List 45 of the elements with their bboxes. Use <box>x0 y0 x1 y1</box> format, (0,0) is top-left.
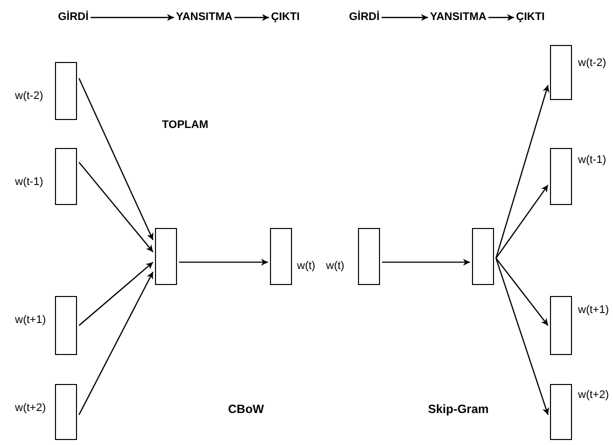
stage-label: GİRDİ <box>58 12 89 23</box>
arrow <box>78 78 154 240</box>
arrow <box>496 258 548 326</box>
arrow <box>179 258 268 266</box>
model-name: Skip-Gram <box>428 403 489 415</box>
vector-box <box>472 228 494 285</box>
word-label: w(t-1) <box>15 177 44 188</box>
arrow <box>495 84 550 258</box>
word-label: w(t+1) <box>15 315 46 326</box>
word-label: w(t-2) <box>15 91 44 102</box>
vector-box <box>550 296 572 355</box>
word-label: w(t+2) <box>15 403 46 414</box>
arrow <box>90 14 174 21</box>
stage-label: GİRDİ <box>349 12 380 23</box>
vector-box <box>55 384 77 440</box>
arrow <box>78 272 154 416</box>
arrow <box>382 258 470 266</box>
model-name: CBoW <box>228 403 264 415</box>
vector-box <box>358 228 380 285</box>
arrow <box>495 258 550 415</box>
vector-box <box>55 296 77 355</box>
word-label: w(t) <box>297 261 316 272</box>
word-label: w(t-1) <box>578 155 606 166</box>
vector-box <box>550 148 572 205</box>
stage-label: YANSITMA <box>430 12 486 23</box>
vector-box <box>270 228 292 285</box>
arrow <box>234 14 269 21</box>
vector-box <box>55 62 77 120</box>
stage-label: ÇIKTI <box>516 12 545 23</box>
arrow <box>382 14 428 21</box>
vector-box <box>155 228 177 285</box>
word-label: w(t+1) <box>578 305 609 316</box>
word-label: w(t-2) <box>578 58 606 69</box>
vector-box <box>550 45 572 100</box>
vector-box <box>55 148 77 205</box>
arrow <box>78 162 154 252</box>
arrow <box>496 184 548 259</box>
word-label: w(t+2) <box>578 390 609 401</box>
layer-label: TOPLAM <box>162 120 208 131</box>
stage-label: ÇIKTI <box>271 12 300 23</box>
stage-label: YANSITMA <box>176 12 232 23</box>
arrow <box>488 14 514 21</box>
arrow <box>78 262 154 326</box>
word-label: w(t) <box>326 261 344 272</box>
vector-box <box>550 384 572 440</box>
